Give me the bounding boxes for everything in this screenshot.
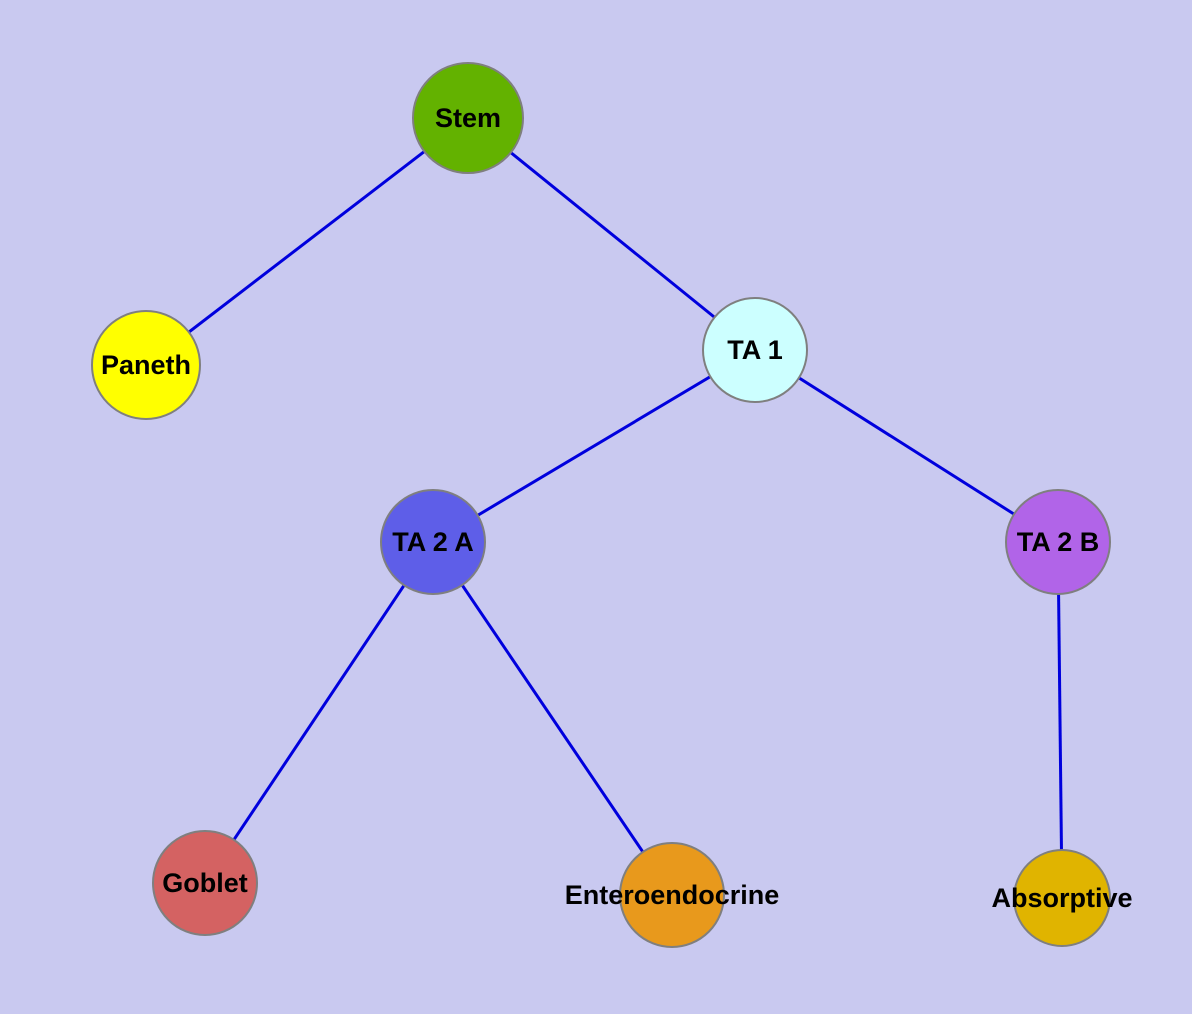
node-paneth[interactable]: Paneth [91, 310, 201, 420]
node-stem[interactable]: Stem [412, 62, 524, 174]
edge-stem-paneth [145, 116, 469, 367]
node-circle-paneth[interactable] [91, 310, 201, 420]
edge-ta1-ta2b [754, 348, 1059, 544]
node-circle-ta2a[interactable] [380, 489, 486, 595]
edge-ta2b-absorptive [1056, 541, 1064, 899]
edge-ta1-ta2a [432, 348, 756, 544]
node-circle-goblet[interactable] [152, 830, 258, 936]
node-ta2b[interactable]: TA 2 B [1005, 489, 1111, 595]
bottom-margin [0, 1014, 1192, 1023]
node-ta2a[interactable]: TA 2 A [380, 489, 486, 595]
node-circle-stem[interactable] [412, 62, 524, 174]
node-circle-ta1[interactable] [702, 297, 808, 403]
node-circle-ta2b[interactable] [1005, 489, 1111, 595]
node-goblet[interactable]: Goblet [152, 830, 258, 936]
edge-ta2a-goblet [203, 541, 435, 884]
edge-stem-ta1 [467, 116, 756, 352]
node-ta1[interactable]: TA 1 [702, 297, 808, 403]
edge-ta2a-enteroendocrine [431, 541, 674, 896]
node-circle-enteroendocrine[interactable] [619, 842, 725, 948]
node-circle-absorptive[interactable] [1013, 849, 1111, 947]
